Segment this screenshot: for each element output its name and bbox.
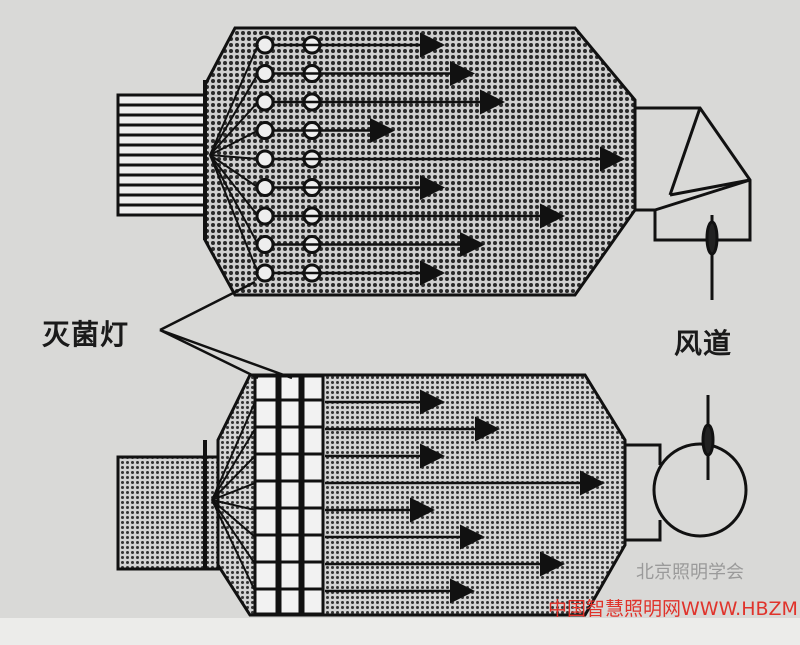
airflow-fan-line [209, 154, 259, 245]
top-unit [116, 26, 752, 300]
uv-lamp [255, 178, 275, 197]
bottom-inlet [116, 455, 220, 571]
airflow-fan-line [211, 455, 256, 501]
uv-lamp [255, 149, 275, 169]
page-bottom-strip [0, 618, 800, 645]
airflow-fan-line [209, 44, 259, 156]
airflow-fan-line [211, 499, 256, 538]
airflow-fan-line [211, 499, 256, 565]
airflow-fan-line [209, 101, 259, 156]
uv-lamp [255, 235, 275, 254]
faint-watermark: 北京照明学会 [636, 562, 744, 583]
airflow-fan-line [211, 499, 256, 592]
watermark: 中国智慧照明网WWW.HBZM.CN [548, 598, 800, 620]
airflow-fan-line [211, 428, 256, 501]
duct-label: 风道 [674, 327, 733, 360]
airflow-fan-line [211, 482, 256, 501]
airflow-fan-line [209, 154, 259, 160]
airflow-fan-line [209, 154, 259, 274]
uv-lamp [255, 263, 275, 283]
airflow-fan-line [211, 401, 256, 501]
uv-lamp [255, 35, 275, 55]
airflow-fan-line [209, 129, 259, 156]
fan-circle [652, 442, 748, 538]
uv-lamp [255, 206, 275, 226]
bottom-duct [625, 395, 748, 542]
airflow-fan-line [209, 154, 259, 189]
uv-lamp [255, 64, 275, 83]
uv-lamp [255, 121, 275, 140]
bottom-unit [116, 373, 748, 617]
airflow-fan-line [211, 499, 256, 511]
filter-grid [253, 374, 325, 616]
airflow-fan-line [209, 154, 259, 217]
airflow-fan-line [209, 72, 259, 156]
lamp-leader-lines [159, 280, 293, 380]
top-duct [633, 106, 752, 300]
uv-lamp [255, 92, 275, 112]
lamp-label: 灭菌灯 [42, 318, 130, 351]
